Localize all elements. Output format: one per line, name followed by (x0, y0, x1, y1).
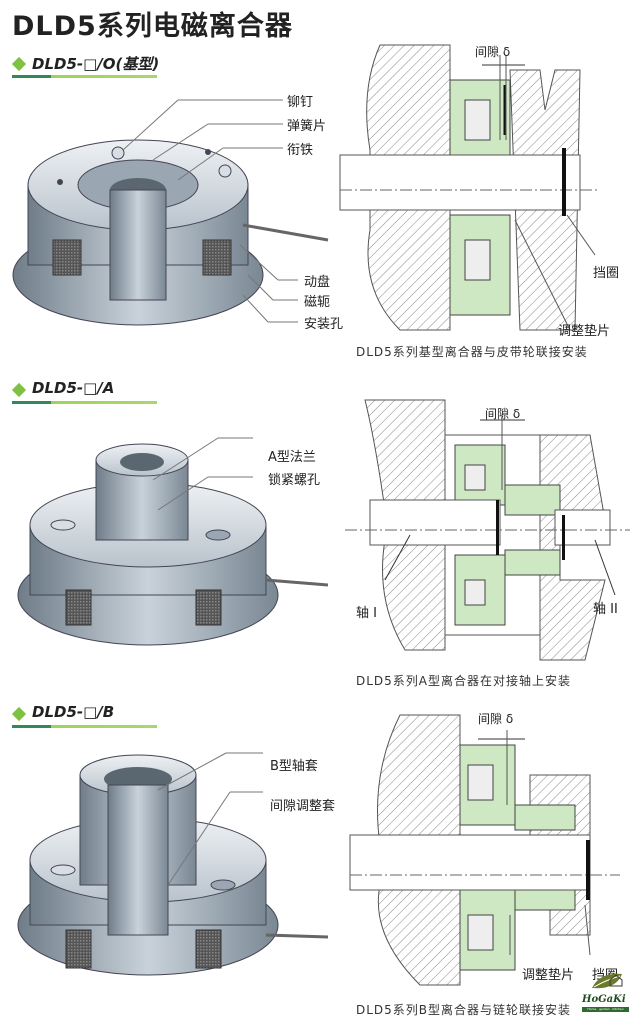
diamond-bullet-icon (11, 56, 27, 72)
callout-moving-disc: 动盘 (304, 275, 331, 290)
label-adjusting-shim: 调整垫片 (522, 968, 575, 983)
diamond-bullet-icon (11, 706, 27, 722)
diagram-caption: DLD5系列A型离合器在对接轴上安装 (356, 674, 572, 688)
callout-armature: 衔铁 (287, 143, 314, 158)
callout-spring-plate: 弹簧片 (287, 119, 327, 134)
label-retaining-ring: 挡圈 (593, 266, 620, 281)
gap-label: 间隙 δ (485, 407, 521, 421)
callout-b-sleeve: B型轴套 (270, 759, 318, 774)
b-type-sprocket-installation-diagram (349, 714, 620, 986)
section-heading-a-type: DLD5-□/A (11, 378, 157, 404)
section-heading-label: DLD5-□/O(基型) (32, 55, 160, 73)
callout-locking-screw-hole: 锁紧螺孔 (268, 473, 321, 488)
base-type-pulley-installation-diagram (339, 44, 600, 331)
clutch-b-type-illustration (17, 752, 329, 976)
label-adjusting-shim: 调整垫片 (558, 324, 611, 339)
diagram-caption: DLD5系列B型离合器与链轮联接安装 (356, 1003, 572, 1017)
logo-brand-text: HoGaKi (582, 994, 626, 1005)
section-heading-label: DLD5-□/B (32, 703, 115, 721)
section-heading-label: DLD5-□/A (32, 379, 115, 397)
clutch-base-type-illustration (12, 99, 329, 326)
callout-gap-adjusting-sleeve: 间隙调整套 (270, 799, 336, 814)
callout-yoke: 磁轭 (304, 295, 331, 310)
a-type-butt-shaft-installation-diagram (345, 399, 630, 661)
leaf-house-icon (592, 973, 623, 989)
diamond-bullet-icon (11, 382, 27, 398)
callout-mounting-hole: 安装孔 (304, 317, 344, 332)
diagram-caption: DLD5系列基型离合器与皮带轮联接安装 (356, 345, 588, 359)
label-shaft-2: 轴 II (593, 602, 618, 617)
section-heading-b-type: DLD5-□/B (11, 702, 157, 728)
clutch-a-type-illustration (17, 437, 329, 646)
callout-a-flange: A型法兰 (268, 450, 316, 465)
page-title: DLD5系列电磁离合器 (12, 11, 293, 42)
hogaki-logo: HoGaKi Home · garden · kitchen (582, 966, 631, 1024)
gap-label: 间隙 δ (475, 45, 511, 59)
section-underline (12, 725, 157, 728)
label-shaft-1: 轴 I (356, 606, 377, 621)
callout-rivet: 铆钉 (287, 95, 314, 110)
logo-tagline: Home · garden · kitchen (582, 1007, 629, 1012)
gap-label: 间隙 δ (478, 712, 514, 726)
section-underline (12, 401, 157, 404)
section-heading-base-type: DLD5-□/O(基型) (11, 52, 160, 78)
section-underline (12, 75, 157, 78)
